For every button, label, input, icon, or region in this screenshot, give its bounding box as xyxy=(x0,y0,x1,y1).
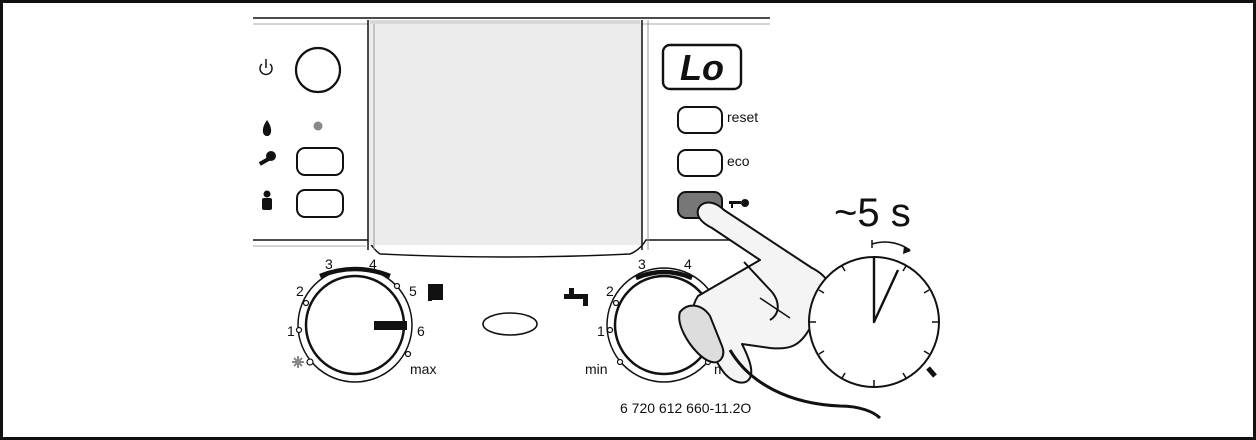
heating-tick-4: 4 xyxy=(369,256,377,272)
service-button[interactable] xyxy=(296,147,344,176)
wrench-icon xyxy=(258,151,276,166)
center-panel xyxy=(367,20,649,250)
burner-indicator-led xyxy=(313,121,323,131)
hot-water-tick-4: 4 xyxy=(684,256,692,272)
lcd-display xyxy=(661,43,743,91)
eco-label: eco xyxy=(727,153,750,169)
heating-max-label: max xyxy=(410,361,436,377)
hot-water-tick-3: 3 xyxy=(638,256,646,272)
stopwatch-icon xyxy=(808,240,940,388)
tap-icon xyxy=(564,288,588,306)
status-oval xyxy=(482,312,538,336)
figure-reference: 6 720 612 660-11.2O xyxy=(620,400,751,416)
hand-icon xyxy=(678,201,882,420)
flame-icon xyxy=(262,120,272,136)
power-icon xyxy=(259,59,273,76)
radiator-icon xyxy=(428,284,443,301)
eco-button[interactable] xyxy=(677,149,723,177)
heating-tick-6: 6 xyxy=(417,323,425,339)
reset-button[interactable] xyxy=(677,106,723,134)
hold-time-label: ~5 s xyxy=(834,191,911,235)
heating-dial[interactable] xyxy=(295,266,413,383)
heating-tick-3: 3 xyxy=(325,256,333,272)
chimney-sweep-button[interactable] xyxy=(296,189,344,218)
key-icon xyxy=(729,199,749,208)
display-text: Lo xyxy=(680,47,724,88)
frost-icon xyxy=(292,356,304,368)
heating-tick-2: 2 xyxy=(296,283,304,299)
hot-water-min-label: min xyxy=(585,361,608,377)
chimney-sweep-icon xyxy=(262,190,272,210)
reset-label: reset xyxy=(727,109,758,125)
heating-tick-1: 1 xyxy=(287,323,295,339)
power-button[interactable] xyxy=(294,46,342,94)
hot-water-tick-2: 2 xyxy=(606,283,614,299)
hot-water-tick-1: 1 xyxy=(597,323,605,339)
hot-water-dial[interactable] xyxy=(606,267,722,383)
heating-tick-5: 5 xyxy=(409,283,417,299)
